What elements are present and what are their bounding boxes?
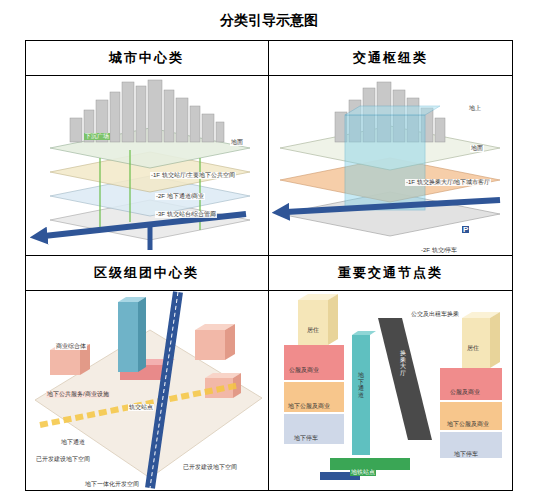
figure-label: -2F 轨交/停车 (420, 247, 458, 254)
figure-label: 地下停车 (453, 451, 479, 458)
table-header: 区级组团中心类 (25, 264, 268, 282)
figure-label: 地下公共服务/商业设施 (46, 391, 110, 398)
table-header: 重要交通节点类 (268, 264, 512, 282)
figure-label: 地下公服及商业 (446, 421, 490, 428)
figure-label: 已开发建设地下空间 (35, 456, 91, 463)
figure-label: 地面 (470, 145, 484, 152)
table-header: 交通枢纽类 (268, 49, 512, 67)
figure-label: 公服及商业 (449, 389, 481, 396)
table-header: 城市中心类 (25, 49, 268, 67)
figure-label: 地下一体化开发空间 (84, 481, 140, 488)
figure-label: 地下公服及商业 (287, 403, 331, 410)
district-center-figure (35, 292, 262, 488)
figure-label: 已开发建设地下空间 (182, 464, 238, 471)
figure-label: 下沉广场 (84, 133, 110, 140)
figure-label: -1F 轨交换乘大厅/地下城市客厅 (405, 179, 491, 186)
figure-label: 公服及商业 (288, 367, 320, 374)
figure-label: 地下停车 (293, 435, 319, 442)
transport-hub-figure (280, 82, 500, 236)
figure-label: 地下通道 (60, 439, 86, 446)
figure-label: -1F 轨交站厅/主要地下公共空间 (150, 172, 236, 179)
figure-label: 地下通道 (357, 372, 365, 398)
figure-label: 公交及出租车换乘 (410, 311, 460, 318)
figure-label: 轨交站点 (128, 404, 154, 411)
figure-label: 地上 (468, 105, 482, 112)
table-grid (26, 41, 513, 491)
figure-label: 换乘大厅 (399, 350, 407, 376)
figure-label: P (462, 226, 469, 233)
figure-label: 地铁站点 (350, 469, 376, 476)
diagram-title: 分类引导示意图 (0, 12, 537, 30)
transport-node-figure (284, 294, 502, 480)
figure-label: -2F 地下通道/商业 (155, 193, 205, 200)
figure-label: 居住 (466, 345, 480, 352)
figure-label: 商业综合体 (55, 343, 87, 350)
figure-label: -3F 轨交站台/综合管廊 (155, 211, 217, 218)
figure-label: 地面 (230, 139, 244, 146)
figure-label: 居住 (306, 327, 320, 334)
city-center-figure (44, 80, 250, 250)
